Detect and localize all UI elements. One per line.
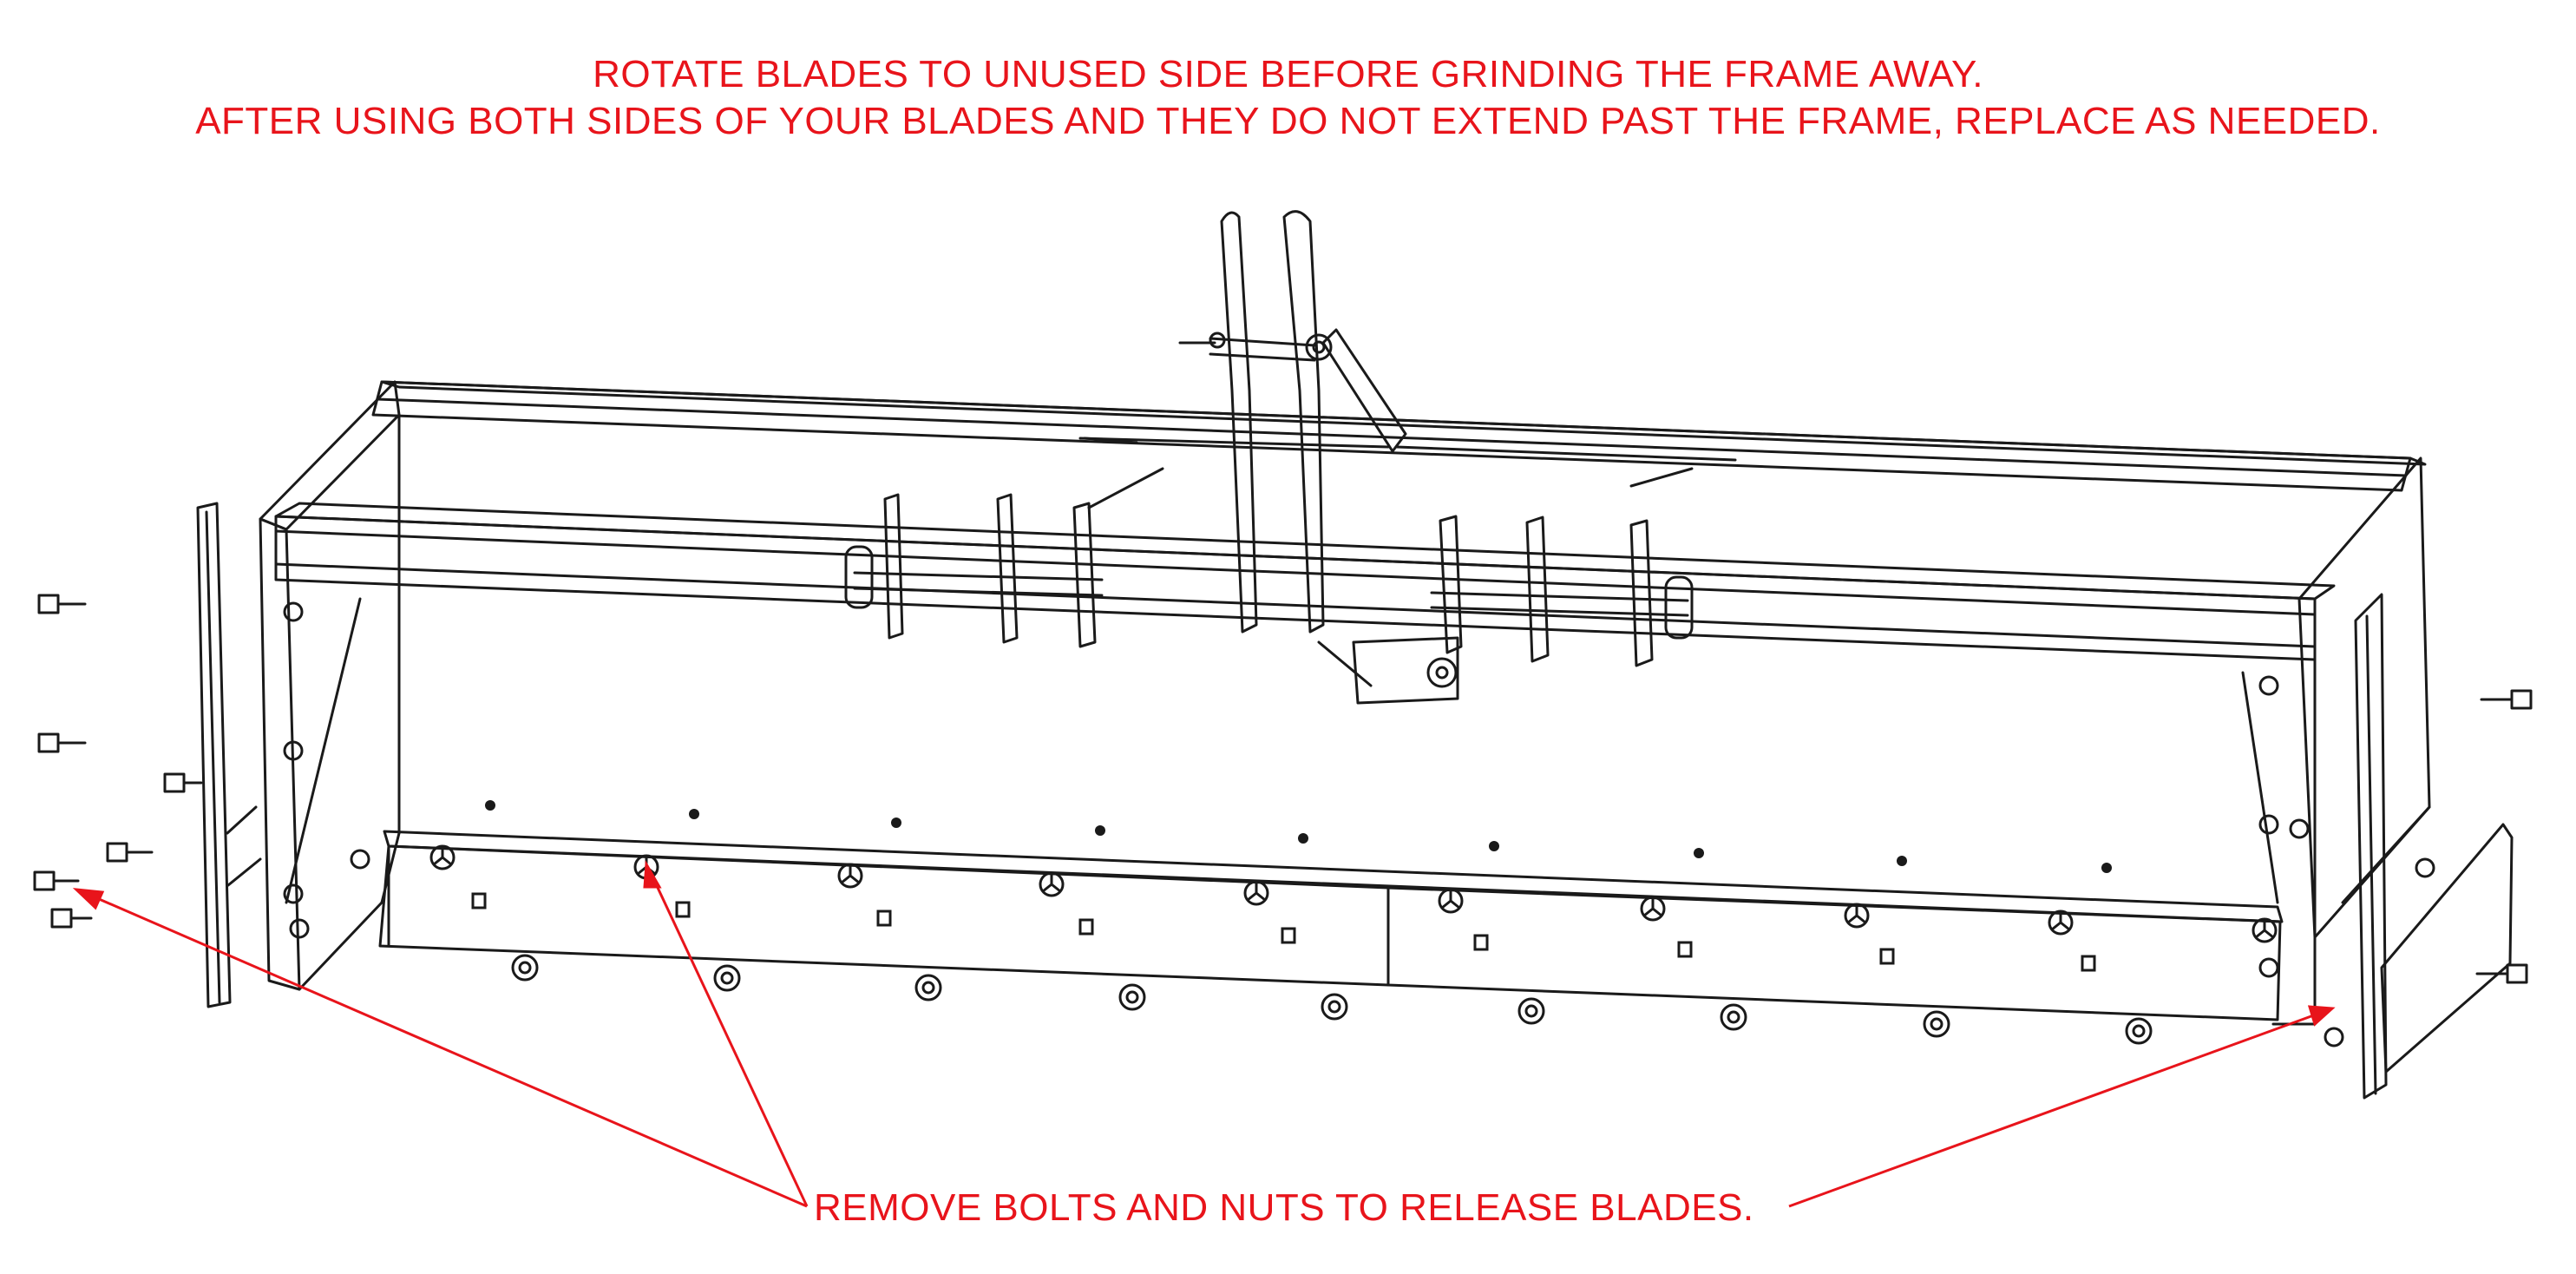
instruction-line-2: AFTER USING BOTH SIDES OF YOUR BLADES AN… — [195, 100, 2381, 142]
right-end-panel — [2271, 456, 2431, 1026]
rail-holes — [485, 800, 2112, 873]
center-channel-right — [1621, 454, 1737, 462]
front-tube-beam — [274, 502, 2336, 661]
left-blade — [378, 844, 1390, 987]
left-end-panel — [259, 380, 401, 991]
top-hitch-mast — [1178, 210, 1459, 705]
loose-bolts-left — [33, 594, 203, 929]
right-hitch-brackets — [1430, 467, 1694, 667]
blade-bolt-heads — [429, 844, 2278, 943]
left-diagonal-brace — [285, 597, 362, 904]
blade-carriage-bolts — [511, 954, 2153, 1045]
blade-mount-rail — [383, 830, 2284, 948]
arrowhead-right — [2307, 1005, 2336, 1027]
arrow-to-right-nut — [1788, 1012, 2319, 1208]
right-diagonal-brace — [2241, 671, 2279, 904]
blade-square-slots — [471, 892, 2096, 972]
center-channel-left — [1078, 437, 1390, 449]
arrowhead-left — [72, 888, 105, 910]
loose-bolts-right — [2475, 689, 2533, 984]
callout-arrows — [72, 860, 2336, 1208]
instruction-line-1: ROTATE BLADES TO UNUSED SIDE BEFORE GRIN… — [593, 53, 1983, 95]
arrow-to-left-bolt — [90, 894, 808, 1208]
back-top-rail — [371, 380, 2427, 835]
right-skid-shoe — [2354, 593, 2514, 1100]
arrow-to-blade-bolt — [651, 876, 809, 1207]
center-channel-mid — [1395, 445, 1624, 457]
arrowhead-middle — [643, 860, 662, 889]
left-skid-shoe — [196, 502, 262, 1008]
left-hitch-brackets — [844, 437, 1164, 648]
frame-nuts — [283, 601, 2435, 1047]
removal-callout: REMOVE BOLTS AND NUTS TO RELEASE BLADES. — [814, 1186, 1754, 1229]
right-blade — [1386, 886, 2282, 1021]
